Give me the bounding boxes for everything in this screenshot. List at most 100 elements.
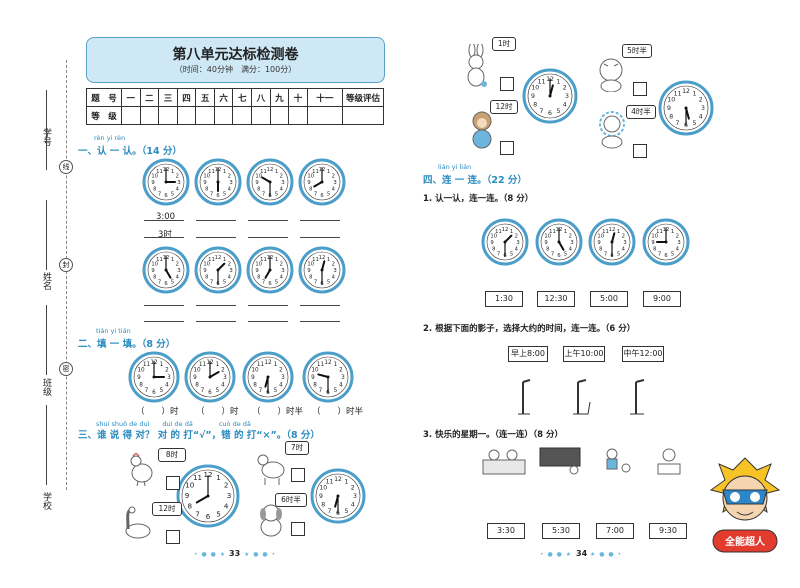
sec4-q3: 3. 快乐的星期一。（连一连）（8 分）: [423, 430, 563, 440]
ring-mi: 密: [59, 362, 73, 376]
clock-numeral: 11: [199, 362, 207, 368]
check-box-7[interactable]: [633, 82, 647, 96]
q3-answer-2[interactable]: 5:30: [542, 523, 580, 539]
clock-numeral: 9: [597, 240, 600, 246]
clock-numeral: 9: [203, 180, 206, 186]
score-table: 题 号 一 二 三 四 五 六 七 八 九 十 十一 等级评估 等 级: [86, 88, 384, 125]
clock-hand: [504, 234, 513, 243]
scene-classroom: [538, 446, 582, 476]
clock-numeral: 9: [203, 268, 206, 274]
clock-numeral: 5: [671, 251, 674, 257]
page-number-left: 33: [229, 549, 241, 558]
clock-numeral: 5: [510, 251, 513, 257]
clock-numeral: 5: [275, 191, 278, 197]
check-box-6[interactable]: [500, 141, 514, 155]
sec3-title: 三、谁 说 得 对？ 对 的 打“√”，错 的 打“×”。（8 分）: [78, 430, 320, 441]
clock-numeral: 2: [569, 234, 572, 240]
clock-numeral: 4: [280, 275, 284, 281]
clock-numeral: 4: [228, 187, 232, 193]
q3-answer-4[interactable]: 9:30: [649, 523, 687, 539]
clock-numeral: 5: [223, 191, 226, 197]
check-box-1[interactable]: [166, 476, 180, 490]
clock-numeral: 7: [262, 279, 265, 285]
clock-numeral: 2: [676, 234, 679, 240]
clock-numeral: 1: [216, 362, 220, 368]
clock-numeral: 3: [281, 375, 285, 381]
clock-numeral: 1: [274, 362, 278, 368]
clock-numeral: 7: [314, 279, 317, 285]
clock-numeral: 2: [699, 97, 703, 104]
scene-play: [598, 446, 632, 476]
clock-hand: [217, 262, 226, 271]
clock-numeral: 1: [345, 478, 349, 485]
clock-numeral: 6: [206, 512, 211, 521]
clock-numeral: 9: [151, 268, 154, 274]
clock-numeral: 8: [205, 187, 208, 193]
q2-time-2[interactable]: 上午10:00: [563, 346, 605, 362]
q3-answer-1[interactable]: 3:30: [487, 523, 525, 539]
clock-numeral: 3: [570, 240, 573, 246]
q3-answer-3[interactable]: 7:00: [596, 523, 634, 539]
q1-answer-1[interactable]: 1:30: [485, 291, 523, 307]
clock-numeral: 6: [164, 193, 167, 199]
check-box-8[interactable]: [633, 144, 647, 158]
clock-numeral: 8: [195, 383, 199, 389]
title-box: 第八单元达标检测卷 （时间：40分钟 满分：100分）: [86, 37, 385, 83]
check-box-4[interactable]: [291, 522, 305, 536]
clock-numeral: 7: [201, 388, 205, 394]
clock-numeral: 3: [333, 180, 336, 186]
clock-numeral: 6: [164, 281, 167, 287]
mascot-stamp-text: 全能超人: [724, 535, 766, 548]
clock-numeral: 10: [307, 262, 314, 268]
clock-numeral: 12: [609, 227, 616, 233]
clock-numeral: 8: [153, 187, 156, 193]
clock-numeral: 1: [223, 169, 226, 175]
q2-time-3[interactable]: 中午12:00: [622, 346, 664, 362]
clock-numeral: 10: [255, 262, 262, 268]
clock-numeral: 5: [327, 191, 330, 197]
sec4-pinyin: lián yi lián: [438, 163, 472, 171]
clock-numeral: 7: [604, 251, 607, 257]
clock-numeral: 7: [551, 251, 554, 257]
clock-numeral: 9: [151, 180, 154, 186]
clock-numeral: 5: [216, 388, 220, 394]
shadow-pictures: [518, 372, 668, 417]
clock-numeral: 3: [177, 180, 180, 186]
clock-numeral: 11: [549, 229, 556, 235]
clock-numeral: 9: [307, 268, 310, 274]
clock-hand: [209, 371, 220, 378]
clock-numeral: 11: [656, 229, 663, 235]
clock-numeral: 11: [260, 169, 267, 175]
clock-numeral: 6: [208, 390, 212, 396]
clock-numeral: 7: [497, 251, 500, 257]
clock-hand: [165, 269, 172, 279]
clock-hand: [264, 269, 271, 279]
check-box-5[interactable]: [500, 77, 514, 91]
clock-numeral: 2: [224, 481, 229, 490]
q1-answer-3[interactable]: 5:00: [590, 291, 628, 307]
clock-numeral: 10: [307, 174, 314, 180]
q1-answer-4[interactable]: 9:00: [643, 291, 681, 307]
clock-hand: [317, 373, 329, 378]
clock-numeral: 4: [224, 502, 229, 511]
check-box-2[interactable]: [166, 530, 180, 544]
clock-numeral: 11: [602, 229, 609, 235]
clock-numeral: 11: [193, 473, 202, 482]
clock-numeral: 4: [221, 383, 225, 389]
page-subtitle: （时间：40分钟 满分：100分）: [174, 65, 297, 74]
sec2-blank-2: （ ）时: [196, 407, 239, 417]
check-box-3[interactable]: [291, 468, 305, 482]
q1-answer-2[interactable]: 12:30: [537, 291, 575, 307]
q2-time-1[interactable]: 早上8:00: [508, 346, 548, 362]
clock-numeral: 2: [176, 262, 179, 268]
clock-numeral: 4: [339, 383, 343, 389]
clock-numeral: 10: [597, 234, 604, 240]
sec1-answer-2: 3时: [158, 230, 172, 240]
